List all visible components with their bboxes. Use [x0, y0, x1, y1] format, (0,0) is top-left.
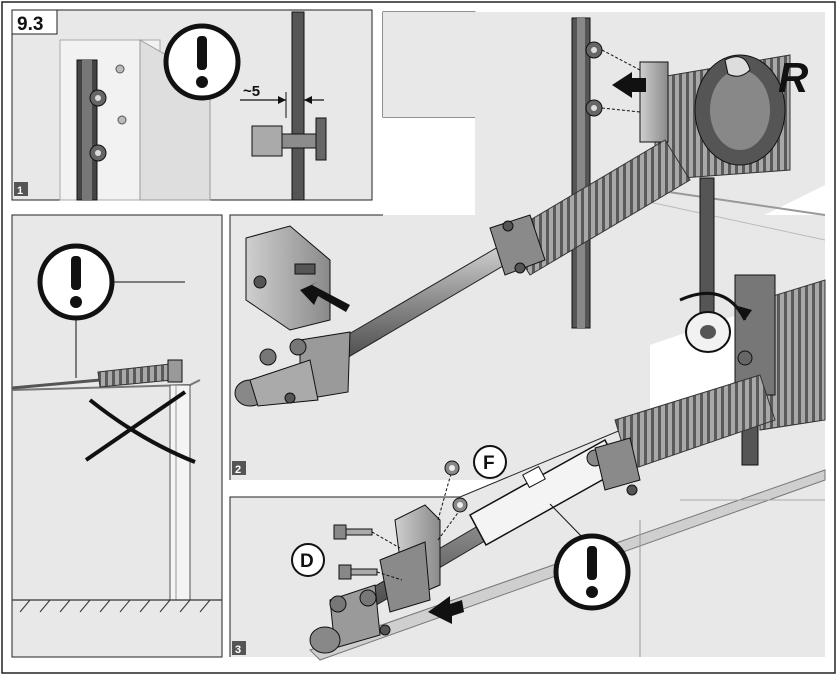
panel-3: D F 3 — [229, 274, 826, 661]
arrow-icon — [278, 96, 286, 104]
arrow-icon — [300, 282, 350, 312]
dimension-label: ~5 — [243, 83, 260, 100]
step-number-box — [232, 461, 246, 475]
bolt — [585, 41, 603, 59]
warning-icon — [553, 533, 631, 611]
step-number: 2 — [235, 464, 241, 476]
arrow-icon — [612, 72, 646, 98]
callout-d: D — [291, 543, 325, 577]
panel-2: R 2 — [229, 12, 826, 480]
rotation-arrow-icon — [679, 291, 747, 321]
arrow-icon — [428, 596, 464, 624]
nut — [444, 460, 460, 476]
warning-icon — [163, 23, 241, 101]
section-number: 9.3 — [17, 14, 43, 35]
warning-icon — [37, 243, 115, 321]
floor-hatch — [19, 599, 211, 613]
bolt — [585, 99, 603, 117]
callout-f-label: F — [483, 453, 495, 474]
spring-side-mark: R — [778, 54, 809, 101]
bolt — [89, 89, 107, 107]
nut — [452, 497, 468, 513]
step-number-box — [232, 641, 246, 655]
step-number-box — [14, 182, 28, 196]
panel-left-warning — [11, 214, 223, 658]
step-number: 3 — [235, 644, 241, 656]
callout-d-label: D — [300, 551, 314, 572]
panel-1: 9.3 ~5 — [11, 9, 373, 201]
callout-f: F — [473, 445, 507, 479]
bolt — [89, 144, 107, 162]
cross-out-icon — [84, 390, 196, 464]
step-number: 1 — [17, 185, 23, 197]
